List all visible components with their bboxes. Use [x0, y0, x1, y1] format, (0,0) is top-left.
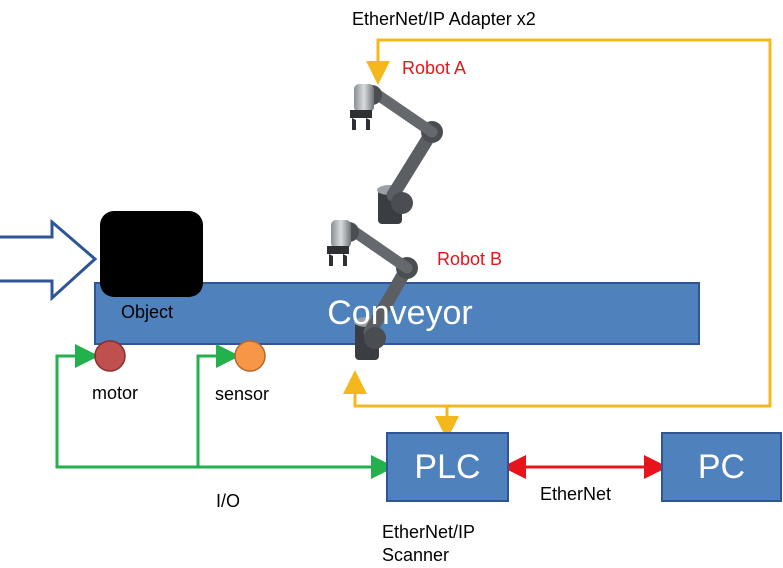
scanner-label-line1: EtherNet/IP: [382, 522, 476, 542]
plc-box: [386, 432, 509, 502]
plc-label: PLC: [414, 448, 481, 486]
scanner-label-line2: Scanner: [382, 545, 450, 565]
ethernet-label: EtherNet: [540, 484, 612, 504]
object-block: [100, 211, 203, 297]
motor-indicator: [94, 340, 126, 372]
io-line-motor: [55, 344, 380, 469]
input-arrow-icon: [0, 218, 98, 302]
ethernet-ip-line-robot-b: [343, 370, 447, 408]
pc-box: [661, 432, 782, 502]
conveyor-label: Conveyor: [327, 294, 473, 332]
sensor-label: sensor: [215, 384, 270, 404]
object-label: Object: [121, 302, 174, 322]
robot-arm-icon: [350, 84, 443, 224]
sensor-indicator: [234, 340, 266, 372]
robot-b-label: Robot B: [437, 249, 503, 269]
motor-label: motor: [92, 383, 139, 403]
robot-arm-icon: [327, 220, 418, 360]
robot-a-label: Robot A: [402, 58, 467, 78]
io-line-sensor: [196, 344, 240, 467]
io-label: I/O: [216, 491, 241, 511]
adapter-label: EtherNet/IP Adapter x2: [352, 9, 536, 29]
pc-label: PC: [697, 448, 746, 486]
ethernet-ip-line-robot-a: [366, 38, 772, 408]
